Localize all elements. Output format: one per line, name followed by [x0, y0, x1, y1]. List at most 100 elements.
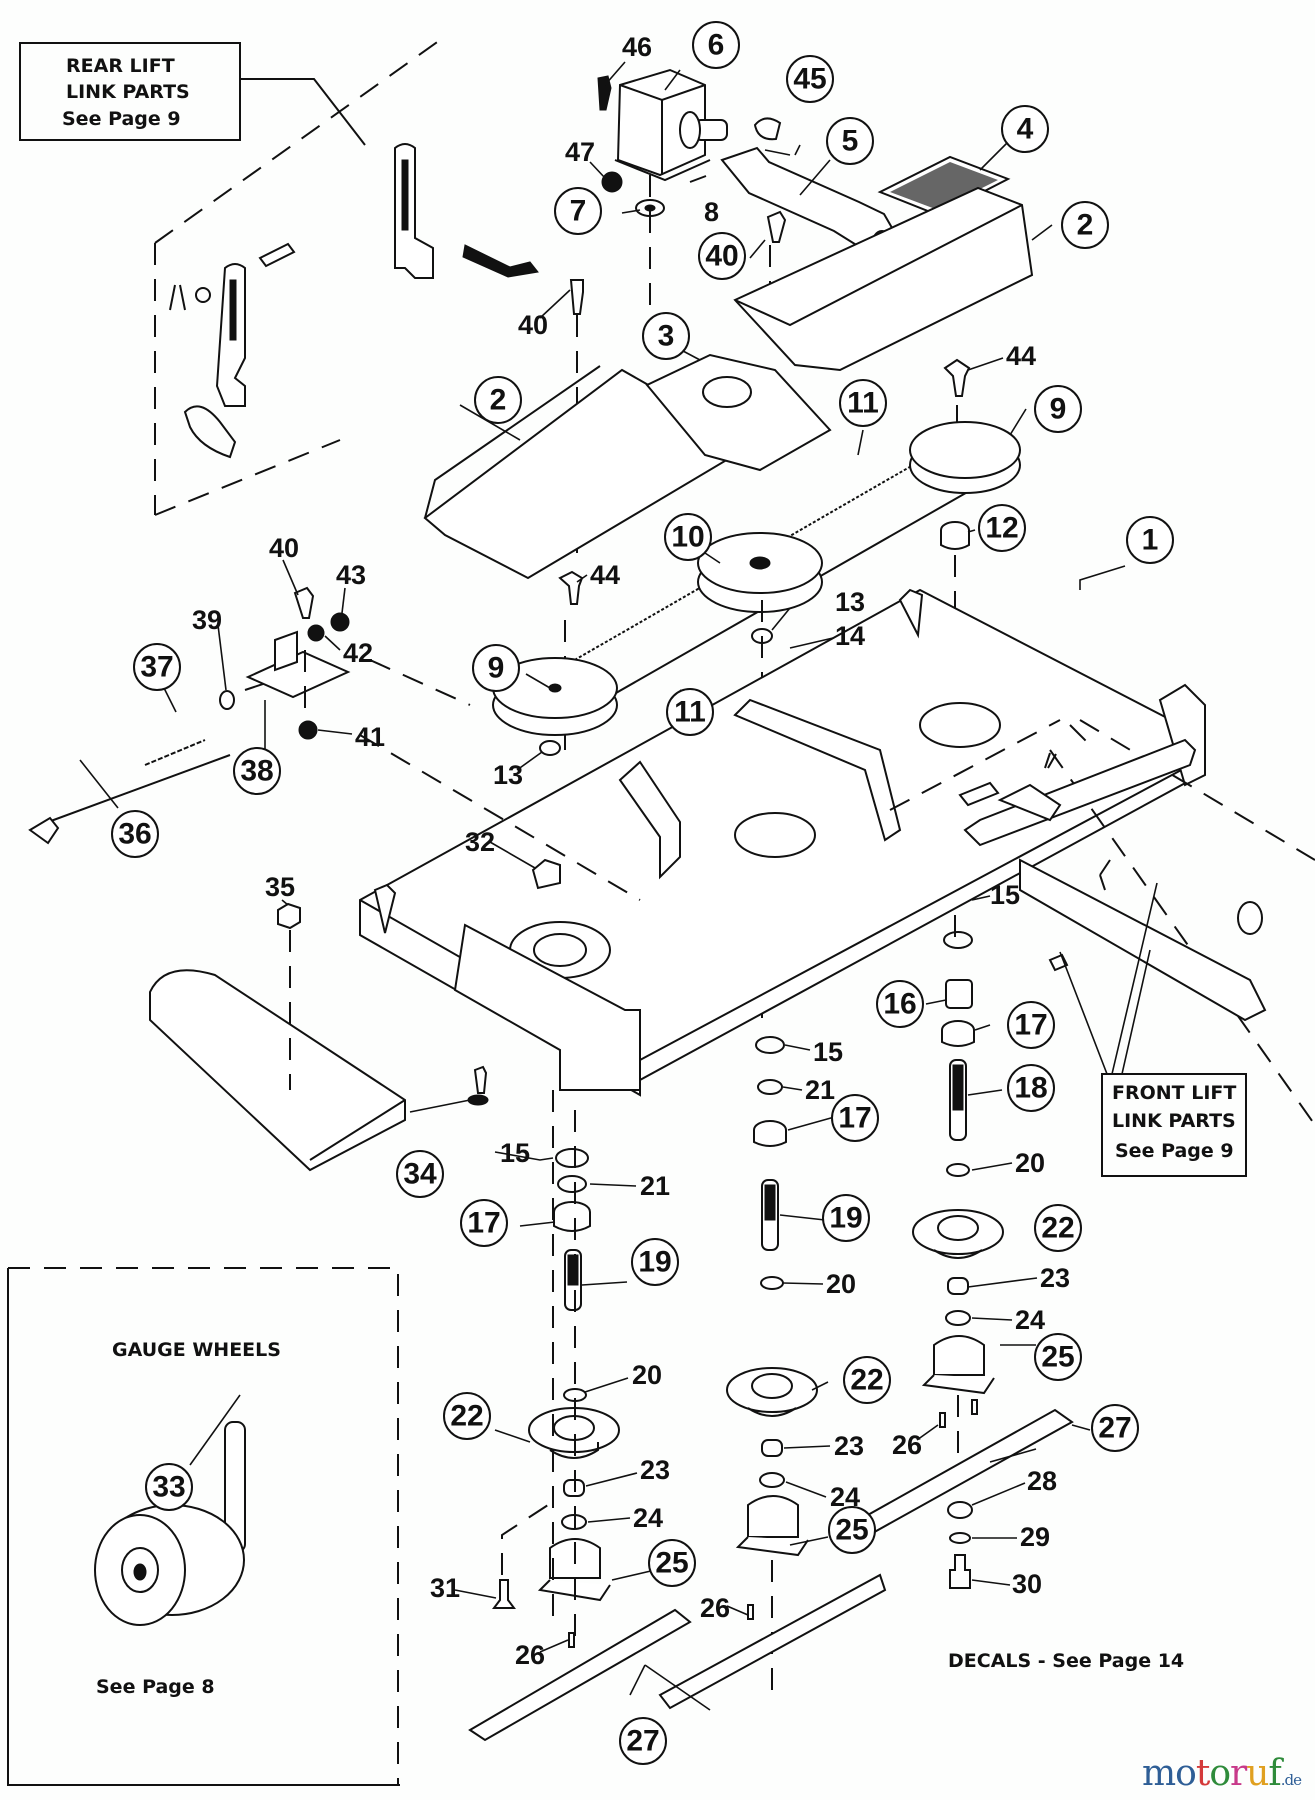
- wm-letter: t: [1195, 1753, 1211, 1794]
- svg-text:1: 1: [1142, 524, 1159, 557]
- callout-11: 11: [839, 379, 887, 427]
- callout-17: 17: [831, 1094, 879, 1142]
- label-26: 26: [892, 1430, 922, 1460]
- decals-note: DECALS - See Page 14: [948, 1650, 1184, 1672]
- svg-text:12: 12: [985, 512, 1018, 545]
- gauge-wheel: [94, 1421, 246, 1626]
- deck-skirt: [149, 969, 406, 1172]
- svg-text:9: 9: [488, 652, 505, 685]
- callout-1: 1: [1126, 516, 1174, 564]
- label-15: 15: [990, 880, 1020, 910]
- svg-text:45: 45: [793, 63, 826, 96]
- svg-text:4: 4: [1017, 113, 1034, 146]
- label-14: 14: [835, 621, 865, 651]
- label-13: 13: [835, 587, 865, 617]
- callout-33: 33: [145, 1463, 193, 1511]
- front-lift-line2: LINK PARTS: [1112, 1110, 1236, 1132]
- pulley-left: [492, 657, 618, 736]
- callouts: 1 2 2 3 4 5 6 7 9 9 10 11 11 12 16 17 17…: [111, 21, 1174, 1765]
- rear-lift-line3: See Page 9: [62, 108, 181, 130]
- svg-text:10: 10: [671, 521, 704, 554]
- label-21: 21: [805, 1075, 835, 1105]
- wm-letter: r: [1230, 1753, 1247, 1794]
- watermark-logo: motoruf.de: [1142, 1753, 1302, 1794]
- callout-38: 38: [233, 747, 281, 795]
- gauge-wheels-ref: See Page 8: [96, 1676, 215, 1698]
- callout-27: 27: [619, 1717, 667, 1765]
- callout-27: 27: [1091, 1404, 1139, 1452]
- callout-17: 17: [1007, 1001, 1055, 1049]
- pulley-center: [697, 532, 823, 613]
- callout-16: 16: [876, 980, 924, 1028]
- rear-lift-link-parts: [169, 143, 539, 459]
- svg-text:27: 27: [1098, 1412, 1131, 1445]
- label-24: 24: [830, 1482, 860, 1512]
- svg-text:18: 18: [1014, 1072, 1047, 1105]
- svg-text:17: 17: [467, 1207, 500, 1240]
- wm-letter: o: [1175, 1753, 1197, 1794]
- mower-deck: [359, 588, 1206, 1097]
- rear-lift-line2: LINK PARTS: [66, 81, 190, 103]
- wm-letter: o: [1209, 1753, 1231, 1794]
- callout-9: 9: [1034, 385, 1082, 433]
- svg-text:9: 9: [1050, 393, 1067, 426]
- spindle-left: [528, 1090, 620, 1650]
- label-20: 20: [1015, 1148, 1045, 1178]
- front-lift-line3: See Page 9: [1115, 1140, 1234, 1162]
- blade-center: [658, 1573, 887, 1710]
- callout-18: 18: [1007, 1064, 1055, 1112]
- svg-text:11: 11: [847, 387, 879, 420]
- callout-45: 45: [786, 55, 834, 103]
- plain-label-leaders: [217, 61, 1038, 1653]
- blade-left: [468, 1608, 692, 1742]
- svg-text:19: 19: [638, 1246, 671, 1279]
- callout-7: 7: [554, 187, 602, 235]
- callout-40: 40: [698, 232, 746, 280]
- callout-9: 9: [472, 644, 520, 692]
- wm-suffix: .de: [1280, 1771, 1302, 1789]
- svg-text:25: 25: [655, 1547, 688, 1580]
- pulley-right: [909, 421, 1021, 494]
- callout-36: 36: [111, 810, 159, 858]
- callout-17: 17: [460, 1199, 508, 1247]
- callout-11: 11: [666, 688, 714, 736]
- label-39: 39: [192, 605, 222, 635]
- front-lift-link-note: FRONT LIFT LINK PARTS See Page 9: [1059, 882, 1247, 1177]
- svg-text:17: 17: [1014, 1009, 1047, 1042]
- plain-labels: 8 13 13 14 15 15 15 20 20 20 21 21 23 23…: [192, 32, 1070, 1670]
- gauge-wheels-title: GAUGE WHEELS: [112, 1339, 281, 1361]
- callout-4: 4: [1001, 105, 1049, 153]
- svg-text:37: 37: [140, 651, 173, 684]
- callout-25: 25: [648, 1539, 696, 1587]
- svg-text:17: 17: [838, 1102, 871, 1135]
- svg-text:19: 19: [829, 1202, 862, 1235]
- svg-text:34: 34: [403, 1158, 437, 1191]
- callout-2: 2: [1061, 201, 1109, 249]
- svg-text:3: 3: [658, 320, 675, 353]
- label-8: 8: [704, 197, 719, 227]
- callout-34: 34: [396, 1150, 444, 1198]
- label-20: 20: [632, 1360, 662, 1390]
- svg-text:36: 36: [118, 818, 151, 851]
- wm-letter: u: [1246, 1753, 1269, 1794]
- label-42: 42: [343, 638, 373, 668]
- label-24: 24: [633, 1503, 663, 1533]
- callout-2: 2: [474, 376, 522, 424]
- label-13: 13: [493, 760, 523, 790]
- front-lift-link-parts: [958, 738, 1267, 1022]
- label-26: 26: [515, 1640, 545, 1670]
- label-43: 43: [336, 560, 366, 590]
- label-23: 23: [834, 1431, 864, 1461]
- label-24: 24: [1015, 1305, 1045, 1335]
- label-44: 44: [590, 560, 620, 590]
- label-28: 28: [1027, 1466, 1057, 1496]
- svg-text:5: 5: [842, 125, 859, 158]
- svg-text:7: 7: [570, 195, 587, 228]
- label-29: 29: [1020, 1522, 1050, 1552]
- gauge-wheels-note: GAUGE WHEELS See Page 8: [7, 1267, 400, 1786]
- callout-6: 6: [692, 21, 740, 69]
- svg-text:27: 27: [626, 1725, 659, 1758]
- svg-text:2: 2: [490, 384, 507, 417]
- tension-rod-assembly: [28, 586, 471, 845]
- callout-22: 22: [1034, 1204, 1082, 1252]
